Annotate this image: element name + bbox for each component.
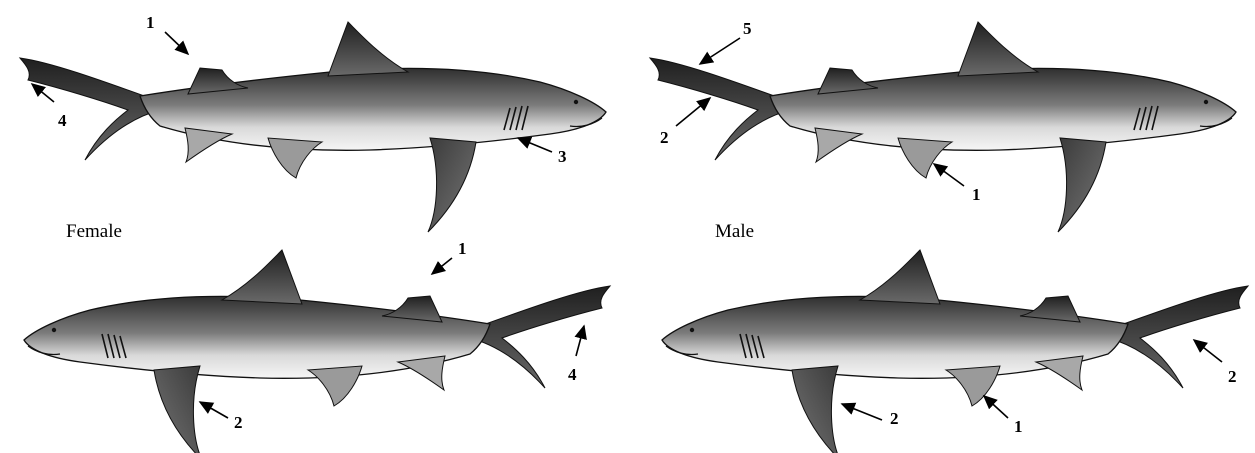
callout-female-bottom-4: 4 [568,365,577,384]
callout-female-bottom-1: 1 [458,239,467,258]
callout-female-top-4: 4 [58,111,67,130]
callout-male-top-5: 5 [743,19,752,38]
callout-male-bottom-2b: 2 [1228,367,1237,386]
callout-male-top-1: 1 [972,185,981,204]
shark-female-bottom [24,250,610,453]
shark-male-bottom [662,250,1248,453]
callout-male-top-2: 2 [660,128,669,147]
shark-male-top [650,22,1236,232]
callout-male-bottom-1: 1 [1014,417,1023,436]
callout-female-top-3: 3 [558,147,567,166]
shark-female-top [20,22,606,232]
callout-female-bottom-2: 2 [234,413,243,432]
callout-female-top-1: 1 [146,13,155,32]
callout-male-bottom-2a: 2 [890,409,899,428]
